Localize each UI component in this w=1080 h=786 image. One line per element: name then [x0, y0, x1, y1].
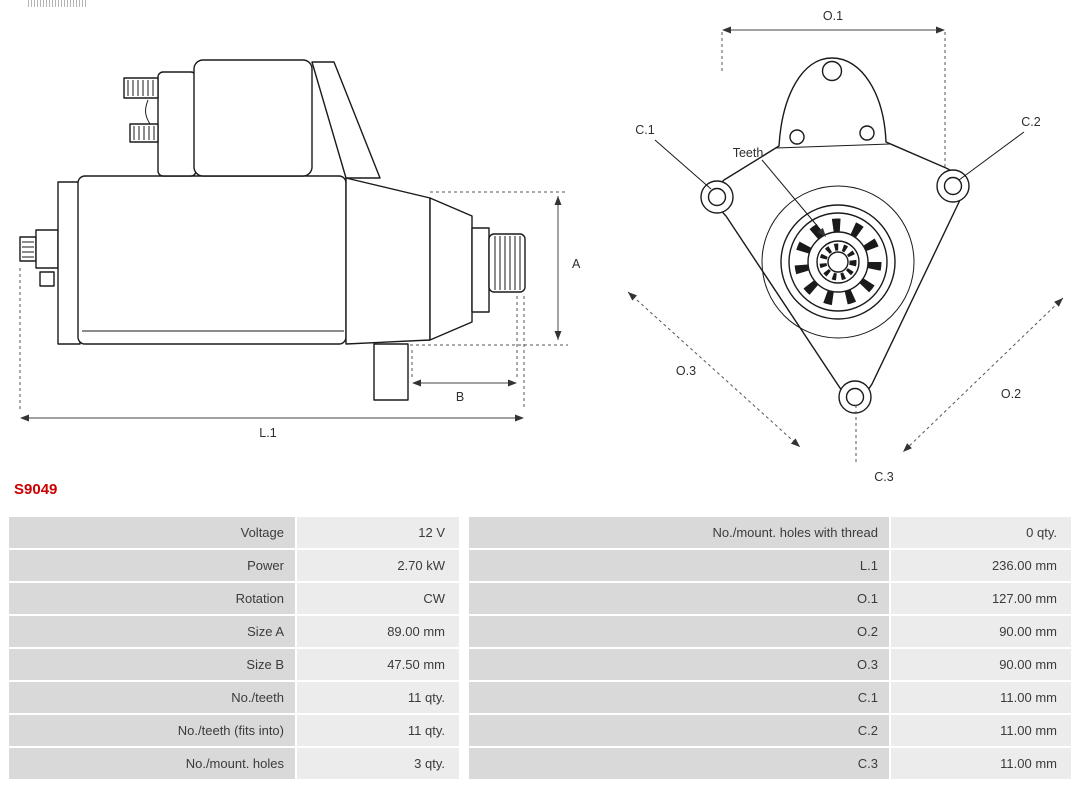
spec-label: No./teeth (fits into): [9, 715, 295, 746]
spec-label: Rotation: [9, 583, 295, 614]
spec-value: 236.00 mm: [891, 550, 1071, 581]
spec-label: Power: [9, 550, 295, 581]
dim-label-o2: O.2: [1001, 387, 1021, 401]
spec-label: No./mount. holes with thread: [469, 517, 889, 548]
spec-value: 11 qty.: [297, 715, 459, 746]
spec-label: O.3: [469, 649, 889, 680]
spec-value: 12 V: [297, 517, 459, 548]
dim-label-o1: O.1: [823, 9, 843, 23]
dim-label-c1: C.1: [635, 123, 655, 137]
dim-label-o3: O.3: [676, 364, 696, 378]
dim-label-l1: L.1: [259, 426, 276, 440]
spec-label: Size A: [9, 616, 295, 647]
spec-label: O.1: [469, 583, 889, 614]
spec-value: 2.70 kW: [297, 550, 459, 581]
spec-value: 90.00 mm: [891, 649, 1071, 680]
spec-label: Size B: [9, 649, 295, 680]
side-view-drawing: A B L.1: [19, 59, 581, 440]
technical-drawing: A B L.1 O.1: [19, 9, 1064, 484]
spec-value: 11 qty.: [297, 682, 459, 713]
dim-label-c2: C.2: [1021, 115, 1041, 129]
spec-value: 127.00 mm: [891, 583, 1071, 614]
spec-value: 11.00 mm: [891, 748, 1071, 779]
spec-value: CW: [297, 583, 459, 614]
part-number: S9049: [14, 481, 58, 498]
dim-label-b: B: [456, 390, 464, 404]
spec-value: 0 qty.: [891, 517, 1071, 548]
barcode-mark: [28, 0, 86, 7]
spec-label: L.1: [469, 550, 889, 581]
spec-label: O.2: [469, 616, 889, 647]
spec-table: Voltage 12 V No./mount. holes with threa…: [9, 517, 1071, 779]
spec-label: Voltage: [9, 517, 295, 548]
teeth-label: Teeth: [733, 146, 764, 160]
dim-label-c3: C.3: [874, 470, 894, 484]
front-view-drawing: O.1 C.1 C.2 Teeth C.3 O.3: [627, 9, 1064, 484]
spec-value: 3 qty.: [297, 748, 459, 779]
spec-label: C.1: [469, 682, 889, 713]
spec-value: 89.00 mm: [297, 616, 459, 647]
spec-label: C.3: [469, 748, 889, 779]
spec-label: C.2: [469, 715, 889, 746]
spec-label: No./teeth: [9, 682, 295, 713]
spec-value: 11.00 mm: [891, 682, 1071, 713]
spec-value: 47.50 mm: [297, 649, 459, 680]
spec-value: 11.00 mm: [891, 715, 1071, 746]
dim-label-a: A: [572, 257, 581, 271]
spec-label: No./mount. holes: [9, 748, 295, 779]
spec-value: 90.00 mm: [891, 616, 1071, 647]
